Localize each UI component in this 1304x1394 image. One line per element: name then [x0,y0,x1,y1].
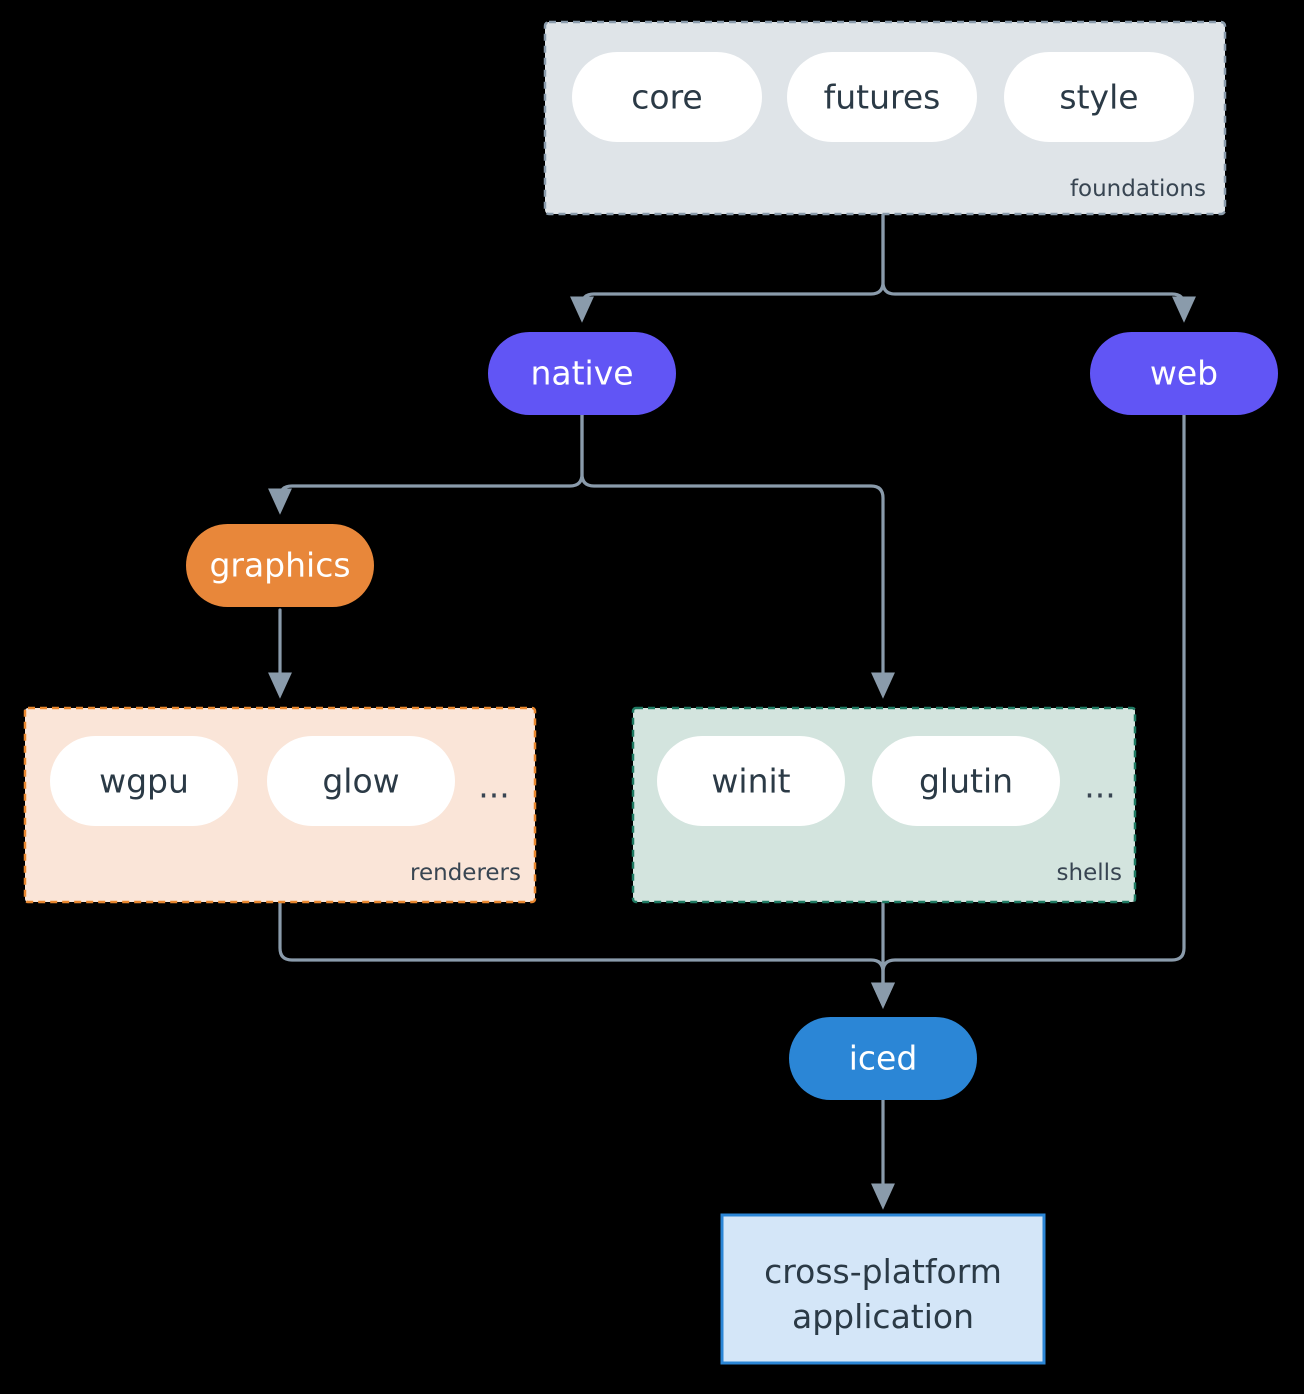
edge-foundations-native [570,213,885,323]
node-wgpu[interactable] [50,736,238,826]
node-application-label-line2: application [792,1297,974,1336]
node-native-label: native [530,354,633,393]
group-shells: winit glutin ... shells [631,706,1137,904]
node-core[interactable] [572,52,762,142]
node-graphics-label: graphics [209,546,350,585]
node-futures-label: futures [824,78,941,117]
group-shells-label: shells [1057,860,1122,886]
node-iced-shape[interactable] [789,1017,977,1100]
group-foundations: core futures style foundations [543,20,1227,216]
node-glow-label: glow [322,762,399,801]
edge-foundations-web [881,213,1196,323]
node-native[interactable]: native [488,332,676,415]
group-renderers-label: renderers [410,860,521,886]
edge-native-graphics [268,413,584,515]
node-cross-platform-application[interactable]: cross-platform application [720,1213,1046,1365]
node-style-label: style [1059,78,1138,117]
node-application-shape[interactable] [720,1213,1046,1365]
node-web-label: web [1150,354,1218,393]
node-native-shape[interactable] [488,332,676,415]
group-foundations-label: foundations [1070,176,1206,202]
node-graphics-shape[interactable] [186,524,374,607]
edge-renderers-iced [278,900,895,1009]
group-renderers: wgpu glow ... renderers [23,706,537,904]
node-web-shape[interactable] [1090,332,1278,415]
node-web[interactable]: web [1090,332,1278,415]
node-wgpu-label: wgpu [99,762,189,801]
group-renderers-ellipsis: ... [478,767,509,806]
edge-layer [268,213,1196,1210]
edge-web-iced [871,413,1186,1009]
node-iced-label: iced [849,1039,918,1078]
node-graphics[interactable]: graphics [186,524,374,607]
node-style[interactable] [1004,52,1194,142]
group-shells-ellipsis: ... [1084,767,1115,806]
edge-native-shells [580,413,895,699]
node-futures[interactable] [787,52,977,142]
node-winit[interactable] [657,736,845,826]
node-glutin[interactable] [872,736,1060,826]
node-application-label-line1: cross-platform [764,1252,1002,1291]
node-glow[interactable] [267,736,455,826]
node-glutin-label: glutin [919,762,1013,801]
node-winit-label: winit [711,762,790,801]
node-core-label: core [631,78,702,117]
node-iced[interactable]: iced [789,1017,977,1100]
